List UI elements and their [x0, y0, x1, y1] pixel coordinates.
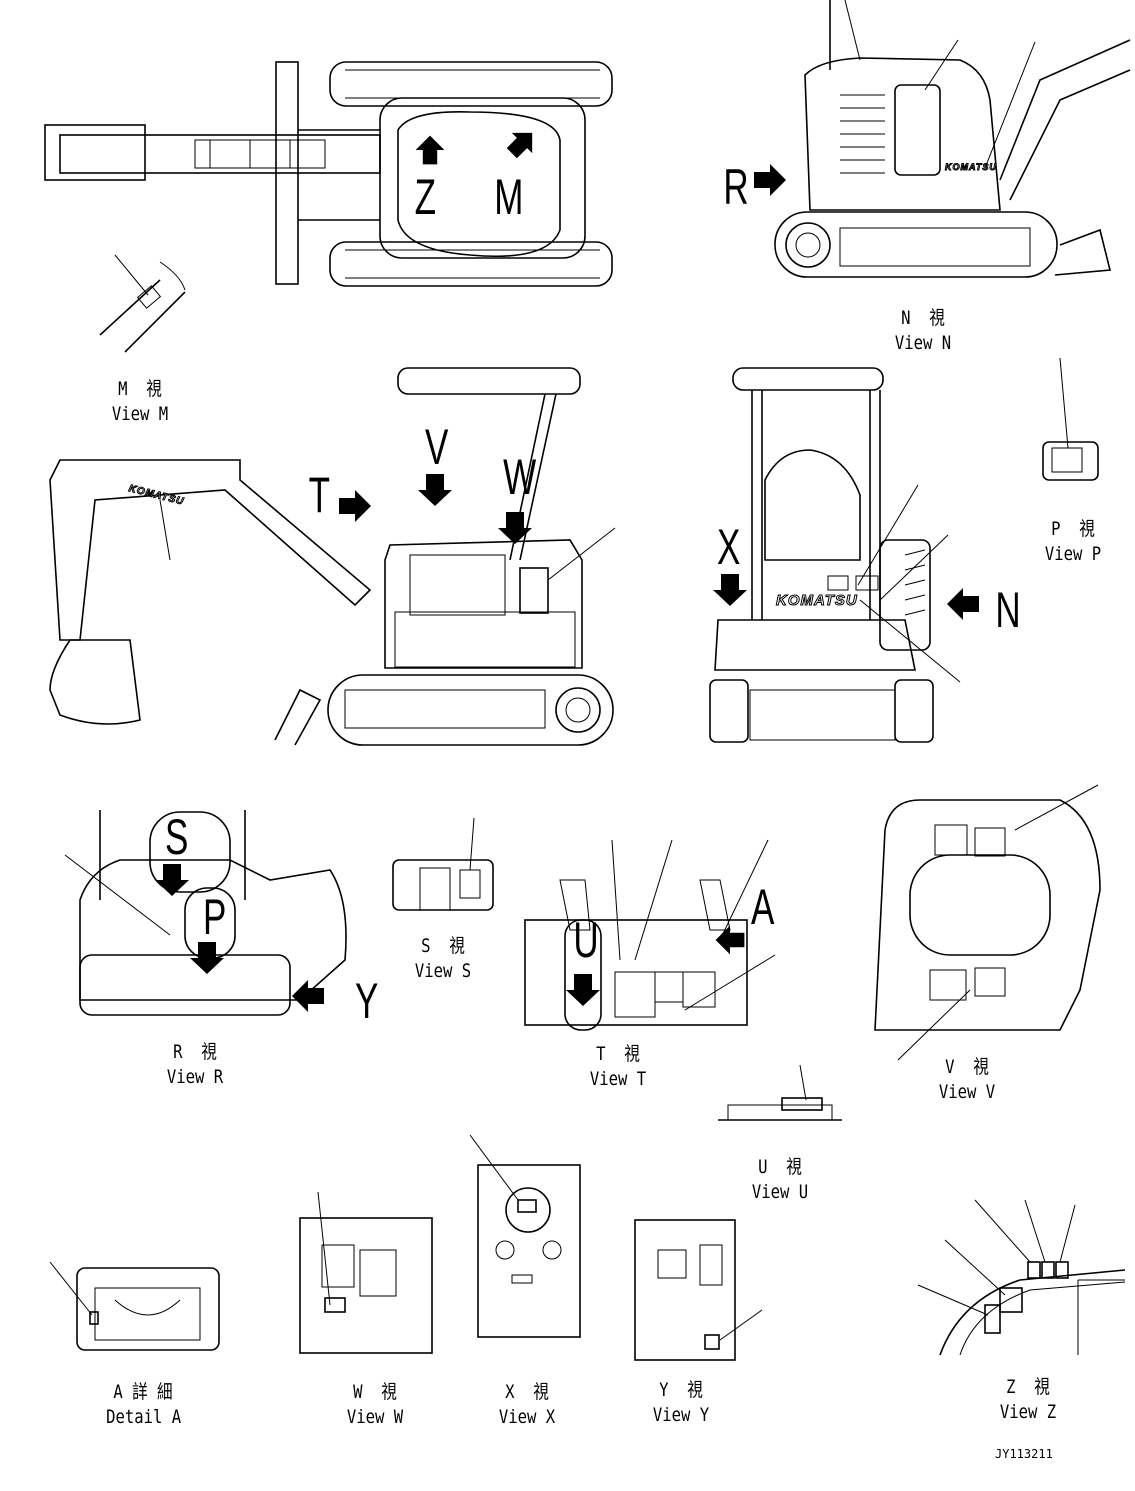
view-x-label-en: View X [498, 1406, 556, 1428]
view-s-label-en: View S [414, 960, 472, 982]
komatsu-logo-rear: KOMATSU [776, 592, 858, 610]
view-v-label-en: View V [938, 1081, 996, 1103]
view-t-drawing [524, 839, 776, 1031]
callout-p: P [203, 889, 227, 945]
view-w-drawing [299, 1191, 433, 1354]
view-y-label-jp: Y 視 [659, 1379, 703, 1401]
komatsu-logo-side: KOMATSU [945, 162, 997, 173]
callout-n: N [995, 582, 1021, 638]
view-n-label-en: View N [894, 332, 952, 354]
detail-a-label-en: Detail A [106, 1406, 182, 1428]
view-m-detail [99, 254, 186, 353]
view-z-label-en: View Z [999, 1401, 1057, 1423]
callout-s: S [165, 809, 189, 865]
view-s-label-jp: S 視 [421, 935, 465, 957]
view-v-drawing [874, 784, 1101, 1061]
view-t-label-en: View T [589, 1068, 647, 1090]
view-w-label-jp: W 視 [353, 1381, 397, 1403]
view-n-drawing [754, 0, 1131, 278]
view-w-label-en: View W [346, 1406, 404, 1428]
rear-view [709, 367, 979, 743]
callout-a: A [751, 879, 775, 935]
callout-y: Y [355, 973, 379, 1029]
view-r-drawing [64, 810, 347, 1016]
drawing-id: JY113211 [995, 1447, 1053, 1461]
view-y-label-en: View Y [652, 1404, 710, 1426]
callout-x: X [717, 519, 741, 575]
view-z-label-jp: Z 視 [1006, 1376, 1050, 1398]
view-s-drawing [392, 817, 494, 911]
callout-m: M [494, 169, 524, 225]
callout-t: T [308, 467, 330, 523]
view-r-label-en: View R [166, 1066, 224, 1088]
callout-w: W [503, 449, 537, 505]
view-x-label-jp: X 視 [505, 1381, 549, 1403]
view-v-label-jp: V 視 [945, 1056, 989, 1078]
view-p-label-jp: P 視 [1051, 518, 1095, 540]
view-y-drawing [634, 1219, 763, 1361]
detail-a-drawing [49, 1261, 220, 1351]
main-side-view [49, 367, 616, 746]
view-u-label-jp: U 視 [758, 1156, 802, 1178]
detail-a-label-jp: A 詳 細 [113, 1381, 173, 1403]
callout-v: V [425, 419, 449, 475]
top-plan-view [44, 61, 613, 287]
callout-u: U [573, 912, 599, 968]
view-r-label-jp: R 視 [173, 1041, 217, 1063]
callout-z: Z [414, 169, 436, 225]
view-x-drawing [469, 1134, 581, 1338]
view-u-drawing [718, 1064, 842, 1121]
view-z-drawing [917, 1199, 1126, 1356]
callout-r: R [723, 159, 749, 215]
view-u-label-en: View U [751, 1181, 809, 1203]
view-p-label-en: View P [1044, 543, 1102, 565]
view-t-label-jp: T 視 [596, 1043, 640, 1065]
view-m-label-en: View M [111, 403, 169, 425]
view-m-label-jp: M 視 [118, 378, 162, 400]
view-p-drawing [1042, 357, 1099, 481]
view-n-label-jp: N 視 [901, 307, 945, 329]
